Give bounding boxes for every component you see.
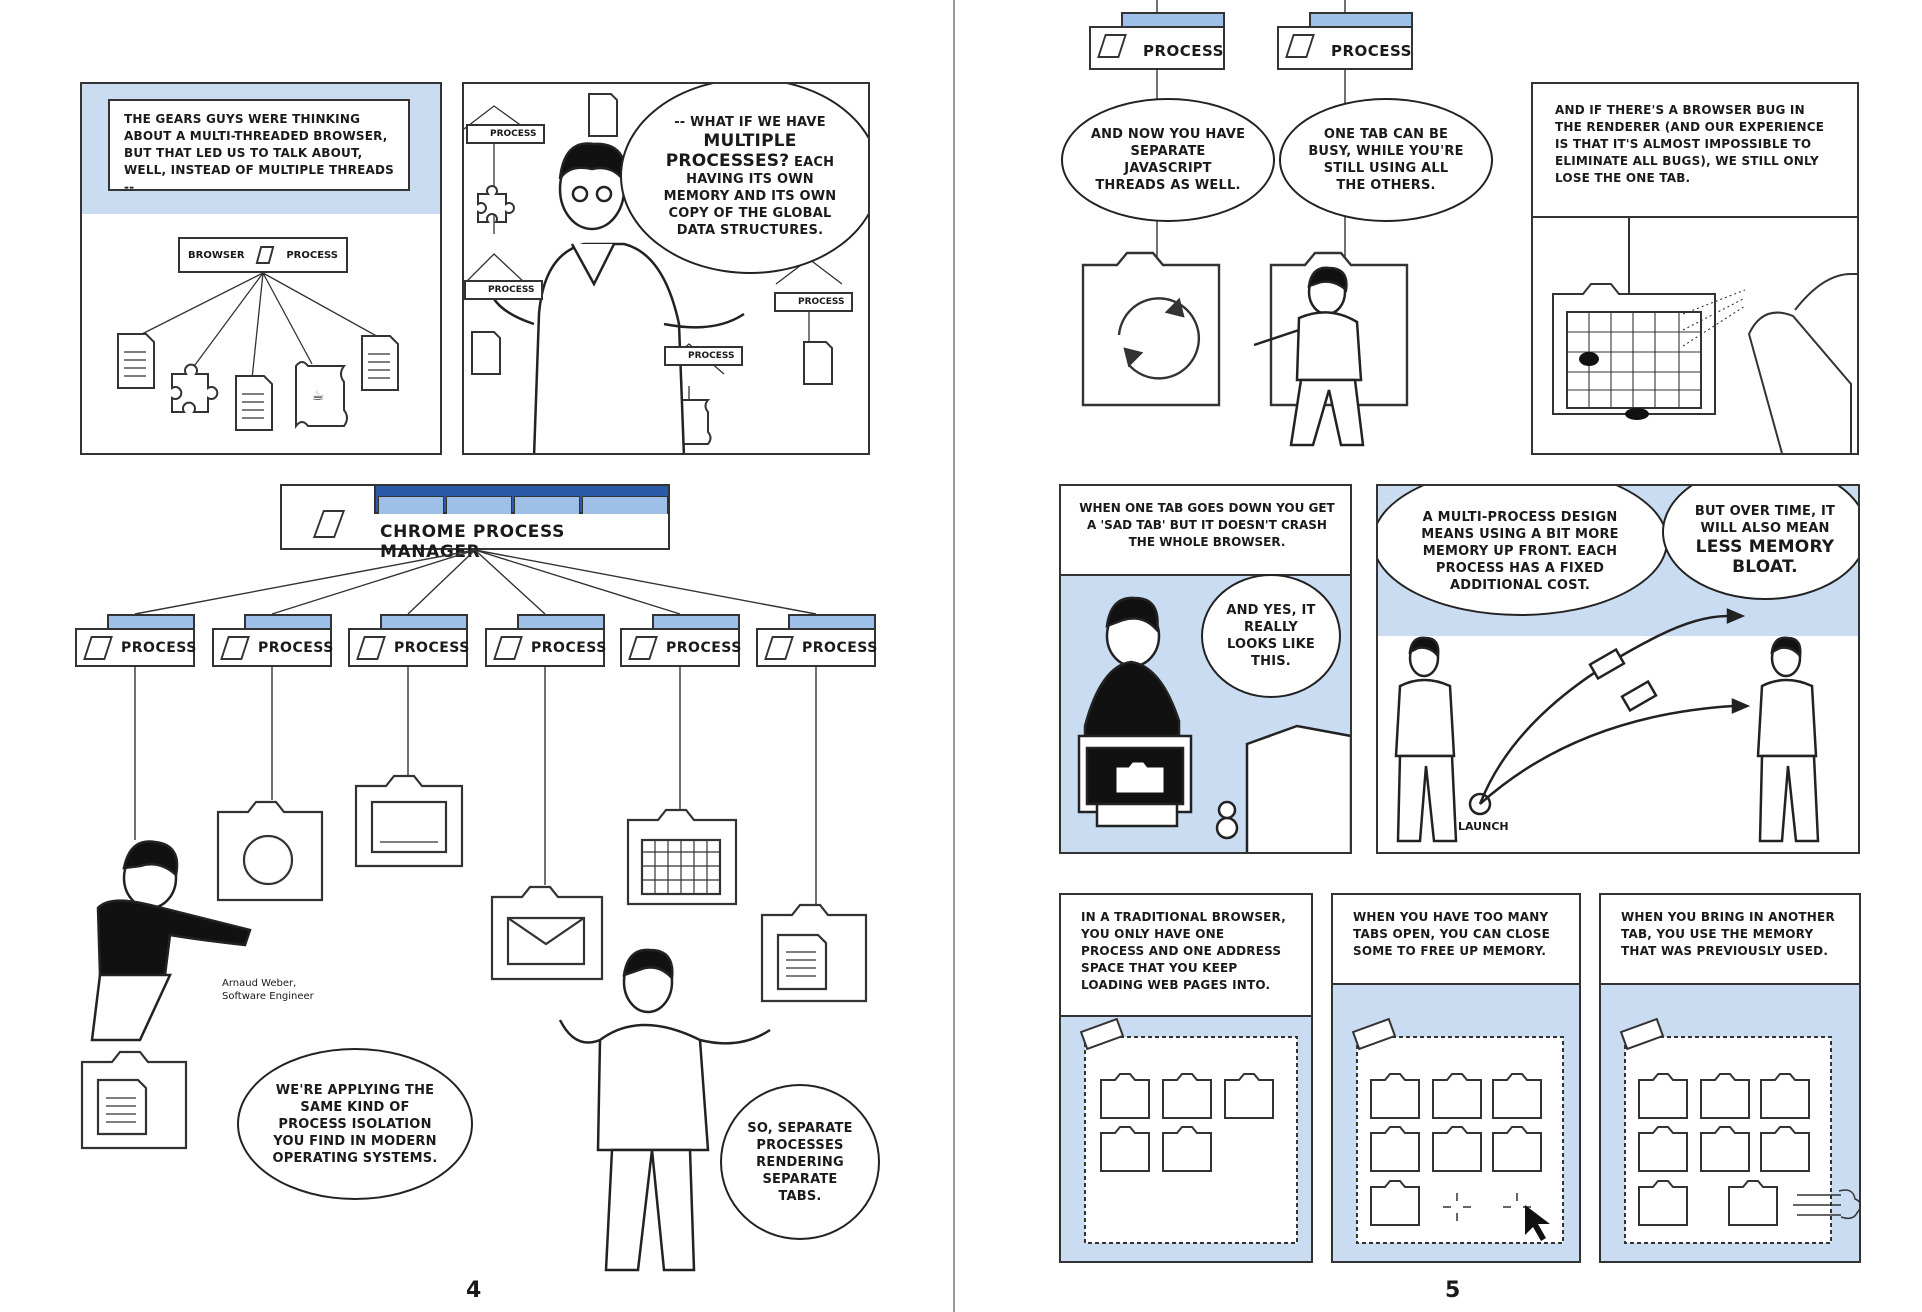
memory-grid	[1079, 1017, 1298, 1244]
process-folders	[80, 774, 868, 1272]
caption-gears-guys: THE GEARS GUYS WERE THINKING ABOUT A MUL…	[108, 99, 410, 194]
seated-engineer-figure	[1253, 266, 1365, 447]
panel-multiple-processes: PROCESS PROCESS PROCESS PROCESS -- WHAT …	[462, 82, 870, 455]
speech-bubble-separate-processes: SO, SEPARATE PROCESSES RENDERING SEPARAT…	[720, 1084, 880, 1240]
cursor-arrow-icon	[1525, 1205, 1550, 1241]
page-number: 5	[1445, 1278, 1461, 1303]
document-icon	[471, 93, 833, 385]
mini-process-label: PROCESS	[466, 124, 545, 144]
caption-sad-tab: WHEN ONE TAB GOES DOWN YOU GET A 'SAD TA…	[1079, 501, 1335, 549]
mail-folder-icon	[490, 885, 604, 981]
document-icon	[117, 333, 399, 431]
process-tab: PROCESS	[1089, 12, 1225, 70]
process-tab: PROCESS	[212, 614, 333, 667]
panel-memory-bloat: A MULTI-PROCESS DESIGN MEANS USING A BIT…	[1376, 484, 1860, 854]
mini-tree	[464, 93, 843, 453]
process-tab: PROCESS	[756, 614, 877, 667]
page-spine-divider	[953, 0, 955, 1312]
chrome-process-manager: CHROME PROCESS MANAGER	[280, 484, 670, 562]
process-label: PROCESS	[286, 249, 338, 261]
mini-process-label: PROCESS	[464, 280, 543, 300]
comic-page-right: PROCESS PROCESS AND NOW YOU HAVE SEPARAT…	[979, 0, 1922, 1312]
speed-lines-icon	[1793, 1189, 1859, 1220]
credit-name: Arnaud Weber,	[222, 978, 297, 989]
script-scroll-icon	[295, 361, 348, 429]
spray-can-icon	[1747, 311, 1852, 453]
process-tab: PROCESS	[485, 614, 606, 667]
tab-icon	[1588, 647, 1626, 681]
manager-tab-strip	[282, 486, 668, 514]
speech-bubble-tab-busy: ONE TAB CAN BE BUSY, WHILE YOU'RE STILL …	[1279, 98, 1493, 222]
arnaud-figure	[90, 840, 252, 1042]
caption-too-many-tabs: WHEN YOU HAVE TOO MANY TABS OPEN, YOU CA…	[1333, 895, 1579, 985]
panel-too-many-tabs: WHEN YOU HAVE TOO MANY TABS OPEN, YOU CA…	[1331, 893, 1581, 1263]
browser-process-label: BROWSER PROCESS	[178, 237, 348, 273]
bubble-text-emphasis: LESS MEMORY BLOAT.	[1695, 537, 1835, 577]
caption-traditional-browser: IN A TRADITIONAL BROWSER, YOU ONLY HAVE …	[1061, 895, 1311, 1017]
speech-bubble-multiple-processes: -- WHAT IF WE HAVE MULTIPLE PROCESSES? E…	[620, 84, 868, 274]
sky-background	[1061, 486, 1350, 576]
engineer-figure	[558, 948, 771, 1272]
speech-bubble-memory-cost: A MULTI-PROCESS DESIGN MEANS USING A BIT…	[1378, 486, 1668, 616]
tab-icon	[1351, 1017, 1397, 1051]
browser-label: BROWSER	[188, 249, 245, 261]
speech-bubble-isolation: WE'RE APPLYING THE SAME KIND OF PROCESS …	[237, 1048, 473, 1200]
process-tab: PROCESS	[1277, 12, 1413, 70]
process-tab: PROCESS	[75, 614, 196, 667]
launch-label: LAUNCH	[1458, 820, 1509, 833]
bubble-text-post: EACH HAVING ITS OWN MEMORY AND ITS OWN C…	[663, 154, 837, 238]
mini-process-label: PROCESS	[774, 292, 853, 312]
speech-bubble-javascript-threads: AND NOW YOU HAVE SEPARATE JAVASCRIPT THR…	[1061, 98, 1275, 222]
speech-bubble-less-bloat: BUT OVER TIME, IT WILL ALSO MEAN LESS ME…	[1662, 486, 1858, 600]
panel-browser-bug: AND IF THERE'S A BROWSER BUG IN THE REND…	[1531, 82, 1859, 455]
memory-grid	[1619, 1017, 1859, 1244]
sad-tab-scene	[1077, 596, 1350, 852]
bubble-text-pre: BUT OVER TIME, IT WILL ALSO MEAN	[1694, 504, 1836, 536]
manager-lines	[134, 549, 817, 905]
bubble-text-emphasis: MULTIPLE PROCESSES?	[665, 130, 797, 171]
tab-icon	[1079, 1017, 1125, 1051]
comic-page-left: THE GEARS GUYS WERE THINKING ABOUT A MUL…	[0, 0, 952, 1312]
bubble-text: -- WHAT IF WE HAVE MULTIPLE PROCESSES? E…	[660, 114, 840, 239]
caption-another-tab: WHEN YOU BRING IN ANOTHER TAB, YOU USE T…	[1601, 895, 1859, 985]
panel-gears-guys: THE GEARS GUYS WERE THINKING ABOUT A MUL…	[80, 82, 442, 455]
cup-glyph: ☕	[312, 388, 325, 404]
page-number: 4	[466, 1278, 482, 1303]
bug-icon	[1579, 352, 1649, 420]
tab-icon	[1620, 679, 1658, 713]
javascript-folder-icon	[1081, 251, 1221, 407]
credit-role: Software Engineer	[222, 991, 314, 1002]
bubble-text: BUT OVER TIME, IT WILL ALSO MEAN LESS ME…	[1680, 503, 1850, 577]
panel-traditional-browser: IN A TRADITIONAL BROWSER, YOU ONLY HAVE …	[1059, 893, 1313, 1263]
memory-grid	[1351, 1017, 1564, 1244]
sad-folder-icon	[1116, 762, 1164, 793]
vanish-sparkle-icon	[1443, 1193, 1531, 1221]
engineer-figure	[492, 142, 745, 453]
mini-process-label: PROCESS	[664, 346, 743, 366]
hierarchy-lines: ☕	[117, 272, 399, 431]
process-tab: PROCESS	[620, 614, 741, 667]
panel-sad-tab: WHEN ONE TAB GOES DOWN YOU GET A 'SAD TA…	[1059, 484, 1352, 854]
bubble-text-pre: -- WHAT IF WE HAVE	[674, 114, 826, 130]
bug-spray-scene	[1552, 218, 1857, 453]
panel-another-tab: WHEN YOU BRING IN ANOTHER TAB, YOU USE T…	[1599, 893, 1861, 1263]
caption-browser-bug: AND IF THERE'S A BROWSER BUG IN THE REND…	[1533, 84, 1857, 218]
process-tab: PROCESS	[348, 614, 469, 667]
speech-bubble-really-looks: AND YES, IT REALLY LOOKS LIKE THIS.	[1201, 574, 1341, 698]
puzzle-icon	[171, 363, 219, 413]
tab-icon	[1619, 1017, 1665, 1051]
computer-tower-icon	[1245, 724, 1350, 852]
memory-scene	[1378, 608, 1858, 852]
puzzle-icon	[477, 185, 515, 223]
